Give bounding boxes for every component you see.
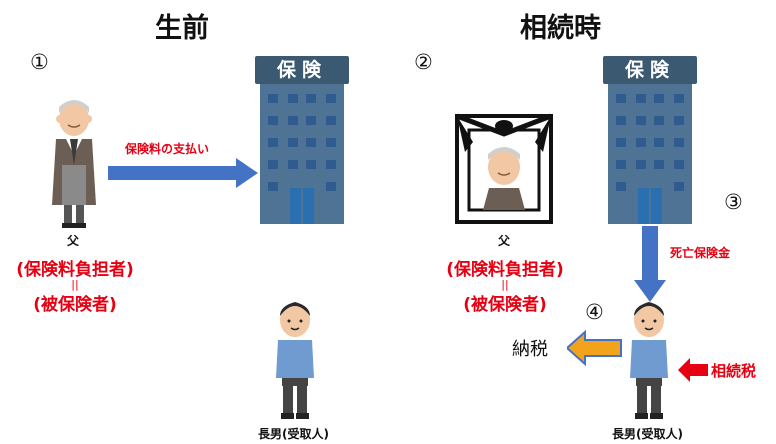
insurance-building-right-icon (608, 84, 692, 224)
insurance-building-left-icon (260, 84, 344, 224)
payment-arrow-icon (108, 158, 258, 188)
role-payer-left: (保険料負担者) (16, 260, 134, 280)
son-label-left: 長男(受取人) (258, 427, 329, 441)
memorial-portrait-icon (455, 113, 553, 224)
step-1-marker: ① (30, 50, 49, 74)
insurance-sign-left: 保険 (255, 56, 349, 84)
step-2-marker: ② (414, 50, 433, 74)
heading-at-inheritance: 相続時 (520, 13, 601, 44)
son-figure-left-icon (276, 302, 314, 419)
father-label-right: 父 (498, 234, 511, 248)
equals-left: || (71, 278, 79, 291)
son-figure-right-icon (630, 302, 668, 419)
tax-payment-arrow-icon (567, 330, 622, 366)
step-3-marker: ③ (724, 190, 743, 214)
benefit-arrow-label: 死亡保険金 (670, 246, 731, 260)
role-insured-left: (被保険者) (33, 295, 117, 315)
tax-payment-label: 納税 (512, 339, 548, 360)
step-4-marker: ④ (585, 300, 604, 324)
inheritance-tax-label: 相続税 (711, 362, 757, 380)
father-figure-icon (52, 100, 96, 228)
equals-right: || (501, 278, 509, 291)
son-label-right: 長男(受取人) (612, 427, 683, 441)
payment-arrow-label: 保険料の支払い (125, 142, 210, 156)
heading-before-death: 生前 (155, 13, 209, 44)
role-insured-right: (被保険者) (463, 295, 547, 315)
insurance-sign-right: 保険 (603, 56, 697, 84)
inheritance-tax-arrow-icon (678, 358, 708, 382)
benefit-arrow-icon (634, 226, 666, 302)
role-payer-right: (保険料負担者) (446, 260, 564, 280)
father-label-left: 父 (67, 234, 80, 248)
